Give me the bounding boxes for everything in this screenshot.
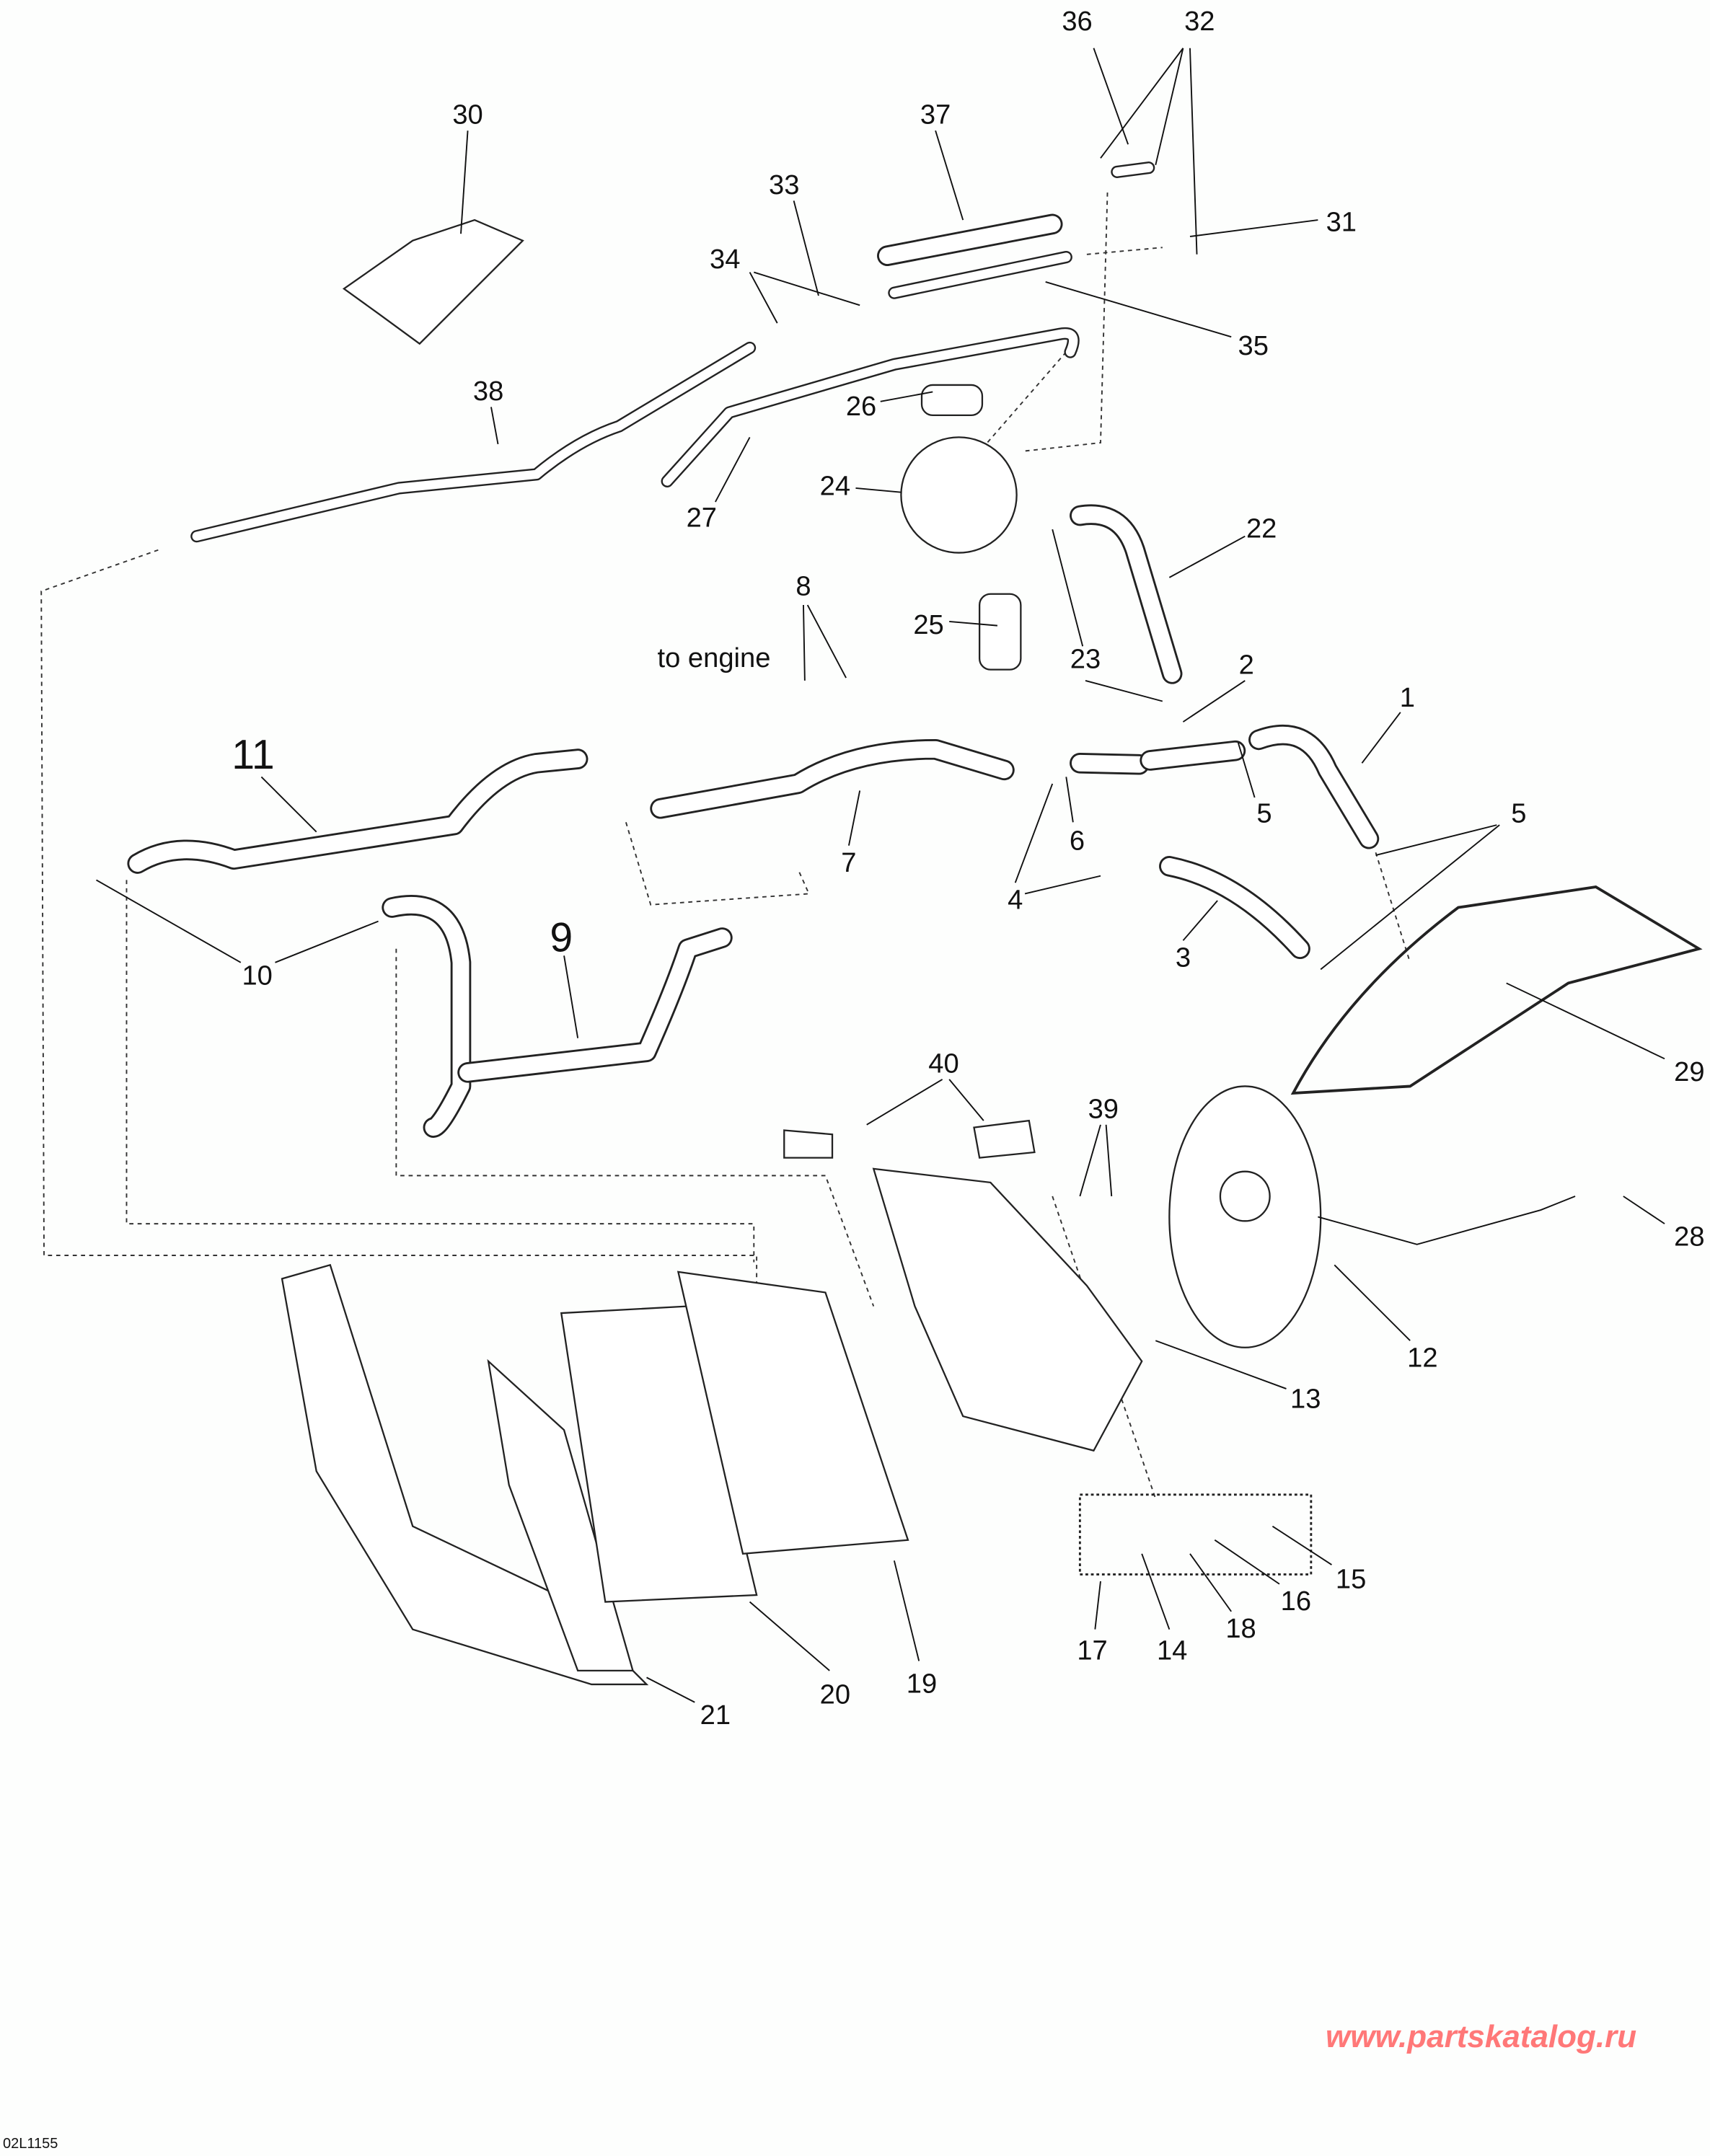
callout-24: 24 xyxy=(820,470,850,501)
callout-36: 36 xyxy=(1062,6,1092,37)
callout-16: 16 xyxy=(1281,1586,1311,1617)
radiator-frame xyxy=(560,1305,758,1603)
callout-3: 3 xyxy=(1176,942,1191,973)
callout-30: 30 xyxy=(452,100,482,131)
callout-11: 11 xyxy=(232,732,274,778)
callout-23: 23 xyxy=(1070,644,1101,675)
callout-9: 9 xyxy=(550,915,573,961)
callout-12: 12 xyxy=(1407,1342,1437,1373)
bracket-40a xyxy=(783,1129,834,1159)
reservoir-cap xyxy=(920,384,984,417)
guide-lines xyxy=(40,192,1411,1499)
callout-17: 17 xyxy=(1077,1635,1107,1666)
callout-34: 34 xyxy=(710,244,740,275)
to-engine-note: to engine xyxy=(658,642,771,673)
callout-2: 2 xyxy=(1239,649,1254,680)
callout-35: 35 xyxy=(1238,330,1269,361)
callout-5: 5 xyxy=(1511,798,1526,829)
radiator xyxy=(676,1271,909,1555)
callout-28: 28 xyxy=(1674,1221,1704,1252)
callout-4: 4 xyxy=(1008,884,1023,915)
bracket-40b xyxy=(973,1119,1036,1159)
fan-hub xyxy=(1219,1170,1271,1222)
radiator-shroud xyxy=(281,1263,649,1686)
leader-lines xyxy=(96,48,1665,1703)
callout-22: 22 xyxy=(1246,513,1277,544)
fan-shroud xyxy=(872,1167,1143,1452)
callout-38: 38 xyxy=(473,376,503,407)
callout-7: 7 xyxy=(841,847,856,878)
callout-37: 37 xyxy=(920,100,951,131)
callout-39: 39 xyxy=(1088,1093,1119,1124)
callout-1: 1 xyxy=(1400,682,1415,713)
radiator-screen xyxy=(487,1358,634,1672)
callout-10: 10 xyxy=(242,960,272,991)
callout-27: 27 xyxy=(687,502,717,533)
callout-6: 6 xyxy=(1070,825,1085,856)
callout-19: 19 xyxy=(907,1668,937,1699)
callout-31: 31 xyxy=(1326,206,1357,237)
callout-13: 13 xyxy=(1290,1384,1321,1415)
reservoir-bracket xyxy=(978,593,1022,671)
fastener-kit-box xyxy=(1078,1493,1313,1576)
callout-21: 21 xyxy=(700,1700,731,1731)
callout-14: 14 xyxy=(1157,1635,1187,1666)
coolant-reservoir xyxy=(900,436,1018,554)
drawing-code: 02L1155 xyxy=(3,2136,58,2152)
watermark-link[interactable]: www.partskatalog.ru xyxy=(1326,2019,1637,2054)
callout-15: 15 xyxy=(1336,1563,1366,1594)
callout-20: 20 xyxy=(820,1679,850,1710)
callout-32: 32 xyxy=(1184,6,1215,37)
callout-5: 5 xyxy=(1256,798,1272,829)
callout-33: 33 xyxy=(769,169,799,200)
callout-18: 18 xyxy=(1225,1613,1256,1644)
deflector-panel xyxy=(1290,885,1703,1095)
fan-wire-harness xyxy=(1318,1196,1576,1245)
hoses xyxy=(127,162,1380,1138)
parts xyxy=(281,218,1703,1686)
callout-25: 25 xyxy=(913,609,943,640)
callout-40: 40 xyxy=(928,1048,958,1079)
support-bracket xyxy=(342,218,524,345)
callout-26: 26 xyxy=(846,391,876,422)
callout-29: 29 xyxy=(1674,1056,1704,1087)
callout-8: 8 xyxy=(795,571,811,602)
